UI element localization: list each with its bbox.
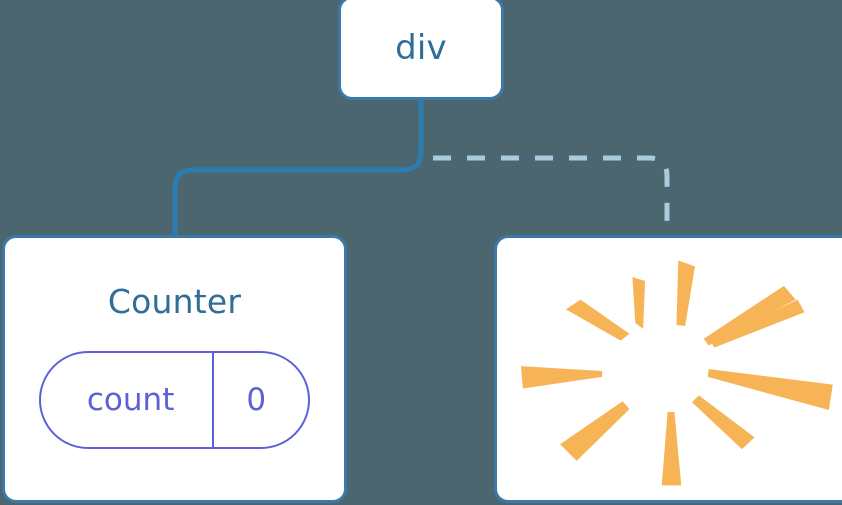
node-sparkle[interactable] bbox=[494, 235, 842, 503]
node-counter[interactable]: Counter count 0 bbox=[2, 235, 347, 503]
sparkle-ray-nw bbox=[565, 299, 630, 341]
sparkle-ray-ne bbox=[703, 285, 796, 346]
edge-div-to-counter bbox=[172, 95, 424, 241]
sparkle-ray-n bbox=[676, 260, 695, 326]
sparkle-ray-w bbox=[520, 366, 603, 389]
node-div-label: div bbox=[395, 28, 447, 68]
sparkle-ray-ene bbox=[710, 299, 805, 348]
sparkle-burst-icon bbox=[520, 260, 833, 486]
node-div[interactable]: div bbox=[338, 0, 504, 100]
sparkle-ray-se bbox=[692, 395, 755, 450]
state-pill-count[interactable]: count 0 bbox=[38, 351, 311, 449]
edge-div-to-sparkle bbox=[433, 155, 670, 238]
sparkle-ray-nnw bbox=[632, 277, 646, 329]
sparkle-ray-e bbox=[707, 369, 833, 411]
state-value-label: 0 bbox=[246, 382, 267, 418]
state-key-label: count bbox=[86, 382, 175, 418]
state-pill-divider bbox=[212, 353, 215, 447]
sparkle-ray-sw bbox=[560, 401, 630, 461]
node-counter-label: Counter bbox=[107, 282, 242, 321]
sparkle-ray-s bbox=[661, 412, 682, 486]
